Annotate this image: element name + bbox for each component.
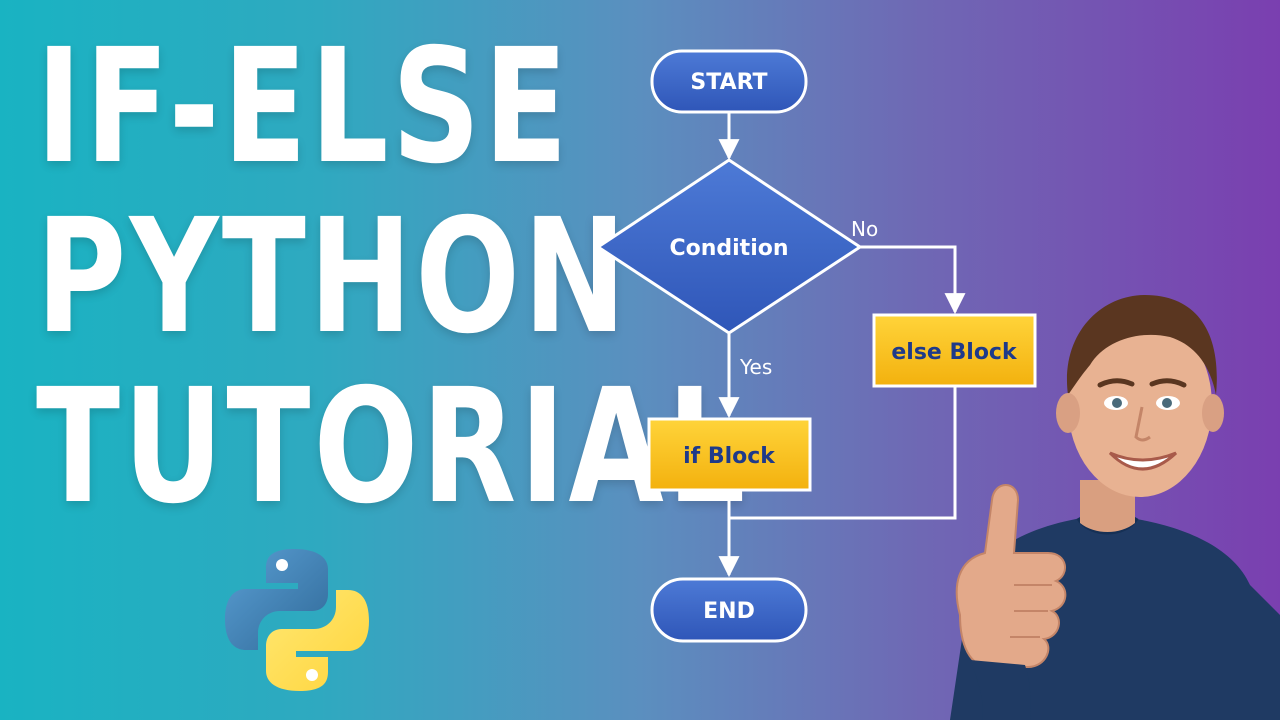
if-block-label: if Block: [683, 444, 776, 469]
edge-condition-to-else: [860, 245, 966, 315]
end-node: END: [650, 577, 808, 643]
condition-label: Condition: [669, 236, 788, 261]
yes-label: Yes: [739, 355, 772, 379]
condition-node: Condition: [595, 158, 863, 335]
presenter-thumbs-up: [950, 295, 1280, 720]
if-block-node: if Block: [647, 417, 812, 492]
python-logo-icon: [225, 549, 369, 691]
no-label: No: [851, 217, 878, 241]
end-label: END: [703, 599, 755, 624]
start-node: START: [650, 49, 808, 114]
else-block-label: else Block: [891, 340, 1018, 365]
else-block-node: else Block: [872, 313, 1037, 388]
edge-else-to-merge: [729, 386, 957, 520]
title-line-1: IF-ELSE: [36, 15, 571, 199]
start-label: START: [690, 70, 767, 95]
